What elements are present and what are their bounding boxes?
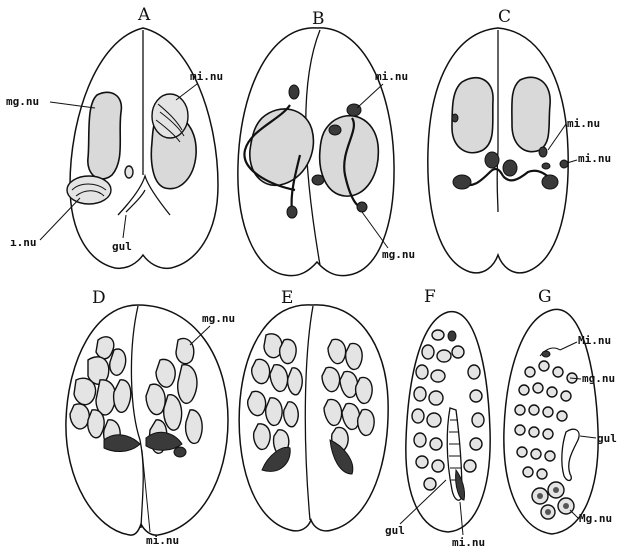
panel-b-micronucleus-1 [289, 85, 299, 99]
panel-b-letter: B [312, 9, 325, 29]
panel-a-vacuole [125, 166, 133, 178]
panel-a-label-i-nu: ı.nu [10, 236, 37, 249]
panel-f-label-gul: gul [385, 524, 405, 537]
panel-c-micronucleus-tiny [452, 114, 458, 122]
panel-f-letter: F [424, 287, 436, 307]
panel-f-micronucleus-upper [448, 331, 456, 341]
panel-g-label-mg-nu-large: Mg.nu [579, 512, 612, 525]
panel-e: E [239, 288, 388, 531]
panel-c-label-mi-nu-lower: mi.nu [578, 152, 611, 165]
panel-a-label-mi-nu: mi.nu [190, 70, 223, 83]
panel-d-micronucleus [174, 447, 186, 457]
panel-d-label-mi-nu: mi.nu [146, 534, 179, 547]
panel-f-label-mi-nu: mi.nu [452, 536, 485, 549]
panel-c-micronucleus-small-3 [560, 160, 568, 168]
panel-g: G Mi.nu mg.nu gul Mg.nu [504, 287, 617, 534]
panel-d-label-mg-nu: mg.nu [202, 312, 235, 325]
panel-b: B mi.nu mg.nu [238, 9, 415, 276]
panel-b-micronucleus-3 [329, 125, 341, 135]
panel-b-label-mi-nu: mi.nu [375, 70, 408, 83]
panel-b-label-mg-nu: mg.nu [382, 248, 415, 261]
panel-b-macronucleus-right [320, 116, 379, 196]
panel-g-label-mi-nu: Mi.nu [578, 334, 611, 347]
panel-b-micronucleus-5 [357, 202, 367, 212]
panel-a-label-gul: gul [112, 240, 132, 253]
panel-c-label-mi-nu-upper: mi.nu [567, 117, 600, 130]
panel-c-micronucleus-center-2 [503, 160, 517, 176]
panel-c-micronucleus-left [453, 175, 471, 189]
panel-a: A mg.nu mi.nu ı.nu gul [6, 5, 223, 268]
panel-a-macronucleus-left [88, 92, 122, 179]
panel-f: F gul mi.nu [385, 287, 490, 549]
panel-b-micronucleus-6 [312, 175, 324, 185]
panel-a-micronucleus-lower [67, 176, 111, 204]
panel-g-label-gul: gul [597, 432, 617, 445]
panel-d: D mg.nu mi.nu [66, 288, 235, 547]
panel-c-macronucleus-left [452, 78, 493, 153]
panel-a-label-mg-nu: mg.nu [6, 95, 39, 108]
panel-c-macronucleus-right [512, 77, 550, 151]
panel-g-letter: G [538, 287, 552, 307]
panel-c-micronucleus-right [542, 175, 558, 189]
panel-d-letter: D [92, 288, 106, 308]
panel-g-label-mg-nu: mg.nu [582, 372, 615, 385]
panel-b-micronucleus-4 [287, 206, 297, 218]
panel-c-micronucleus-small-2 [542, 163, 550, 169]
panel-c-micronucleus-center-1 [485, 152, 499, 168]
panel-a-letter: A [137, 5, 151, 25]
panel-c: C mi.nu mi.nu [428, 7, 611, 273]
panel-e-letter: E [281, 288, 293, 308]
panel-c-micronucleus-small-1 [539, 147, 547, 157]
panel-g-micronucleus [542, 351, 550, 357]
panel-c-letter: C [498, 7, 511, 27]
